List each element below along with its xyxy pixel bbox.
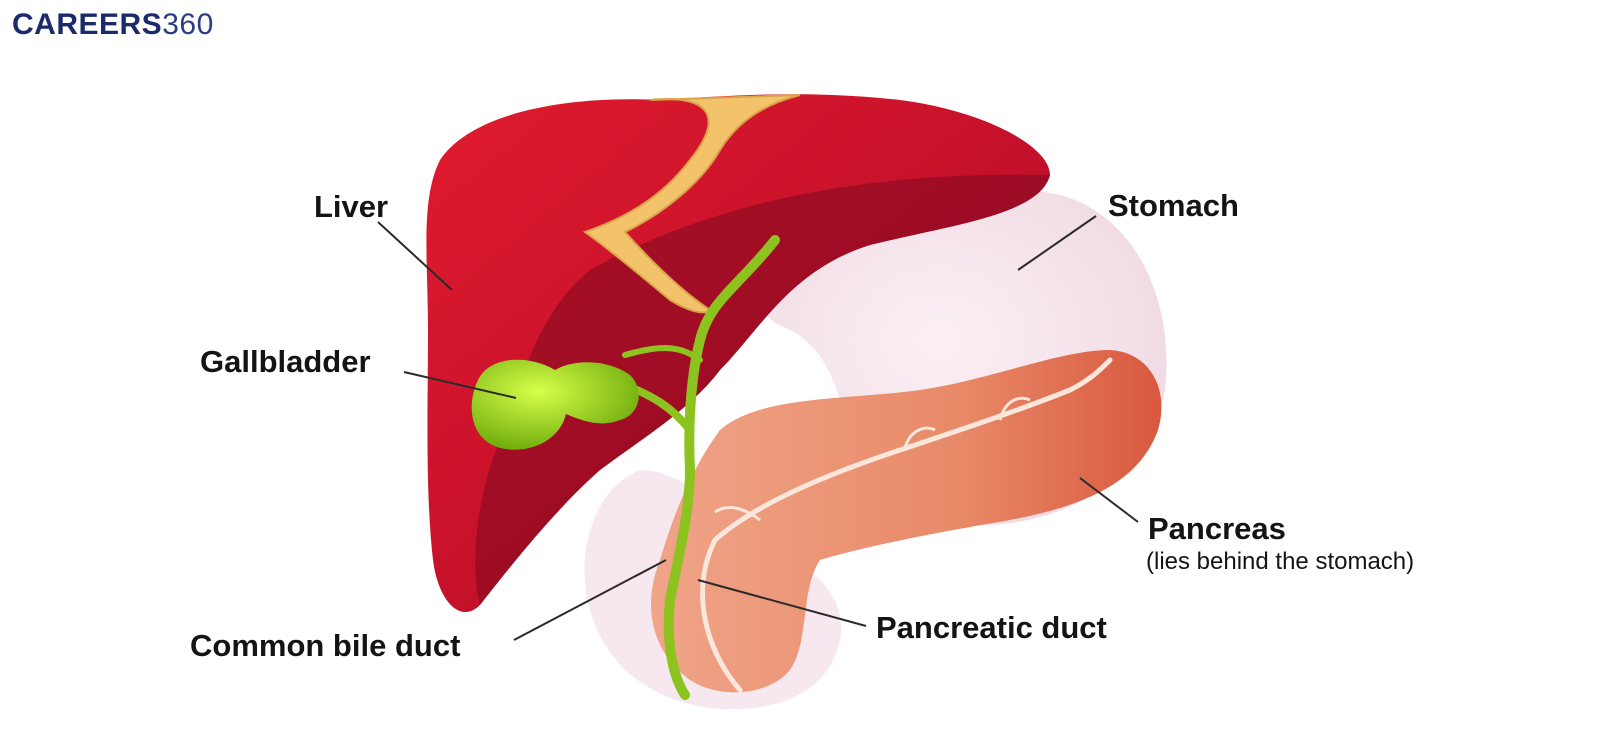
liver-leader bbox=[377, 221, 453, 291]
duct-branch-1 bbox=[903, 426, 936, 449]
gallbladder-leader bbox=[403, 371, 517, 399]
pancreatic-duct-shape bbox=[700, 357, 1113, 693]
duct-branch-2 bbox=[998, 396, 1031, 421]
logo-brand: CAREERS bbox=[12, 8, 163, 41]
liver-shadow bbox=[475, 174, 1050, 605]
leader-lines bbox=[377, 215, 1139, 641]
pancreas-leader bbox=[1079, 477, 1139, 523]
label-pancreas: Pancreas bbox=[1148, 511, 1286, 546]
careers360-logo: CAREERS360 bbox=[12, 8, 214, 42]
pancreas-shape bbox=[651, 350, 1162, 693]
common-bile-duct-leader bbox=[513, 559, 667, 641]
stomach-leader bbox=[1017, 215, 1097, 271]
label-gallbladder: Gallbladder bbox=[200, 344, 371, 379]
label-pancreas-note: (lies behind the stomach) bbox=[1146, 548, 1415, 575]
label-common-bile-duct: Common bile duct bbox=[190, 628, 461, 663]
logo-number: 360 bbox=[162, 8, 214, 41]
liver-ligament bbox=[582, 94, 801, 314]
pancreatic-duct-leader bbox=[697, 579, 867, 627]
hepatic-duct-branch bbox=[622, 345, 703, 363]
label-liver: Liver bbox=[314, 189, 389, 224]
common-bile-duct-shape bbox=[663, 235, 780, 700]
label-stomach: Stomach bbox=[1108, 188, 1239, 223]
duct-branch-3 bbox=[714, 506, 761, 522]
label-pancreatic-duct: Pancreatic duct bbox=[876, 610, 1107, 645]
gallbladder-shape bbox=[471, 359, 639, 450]
